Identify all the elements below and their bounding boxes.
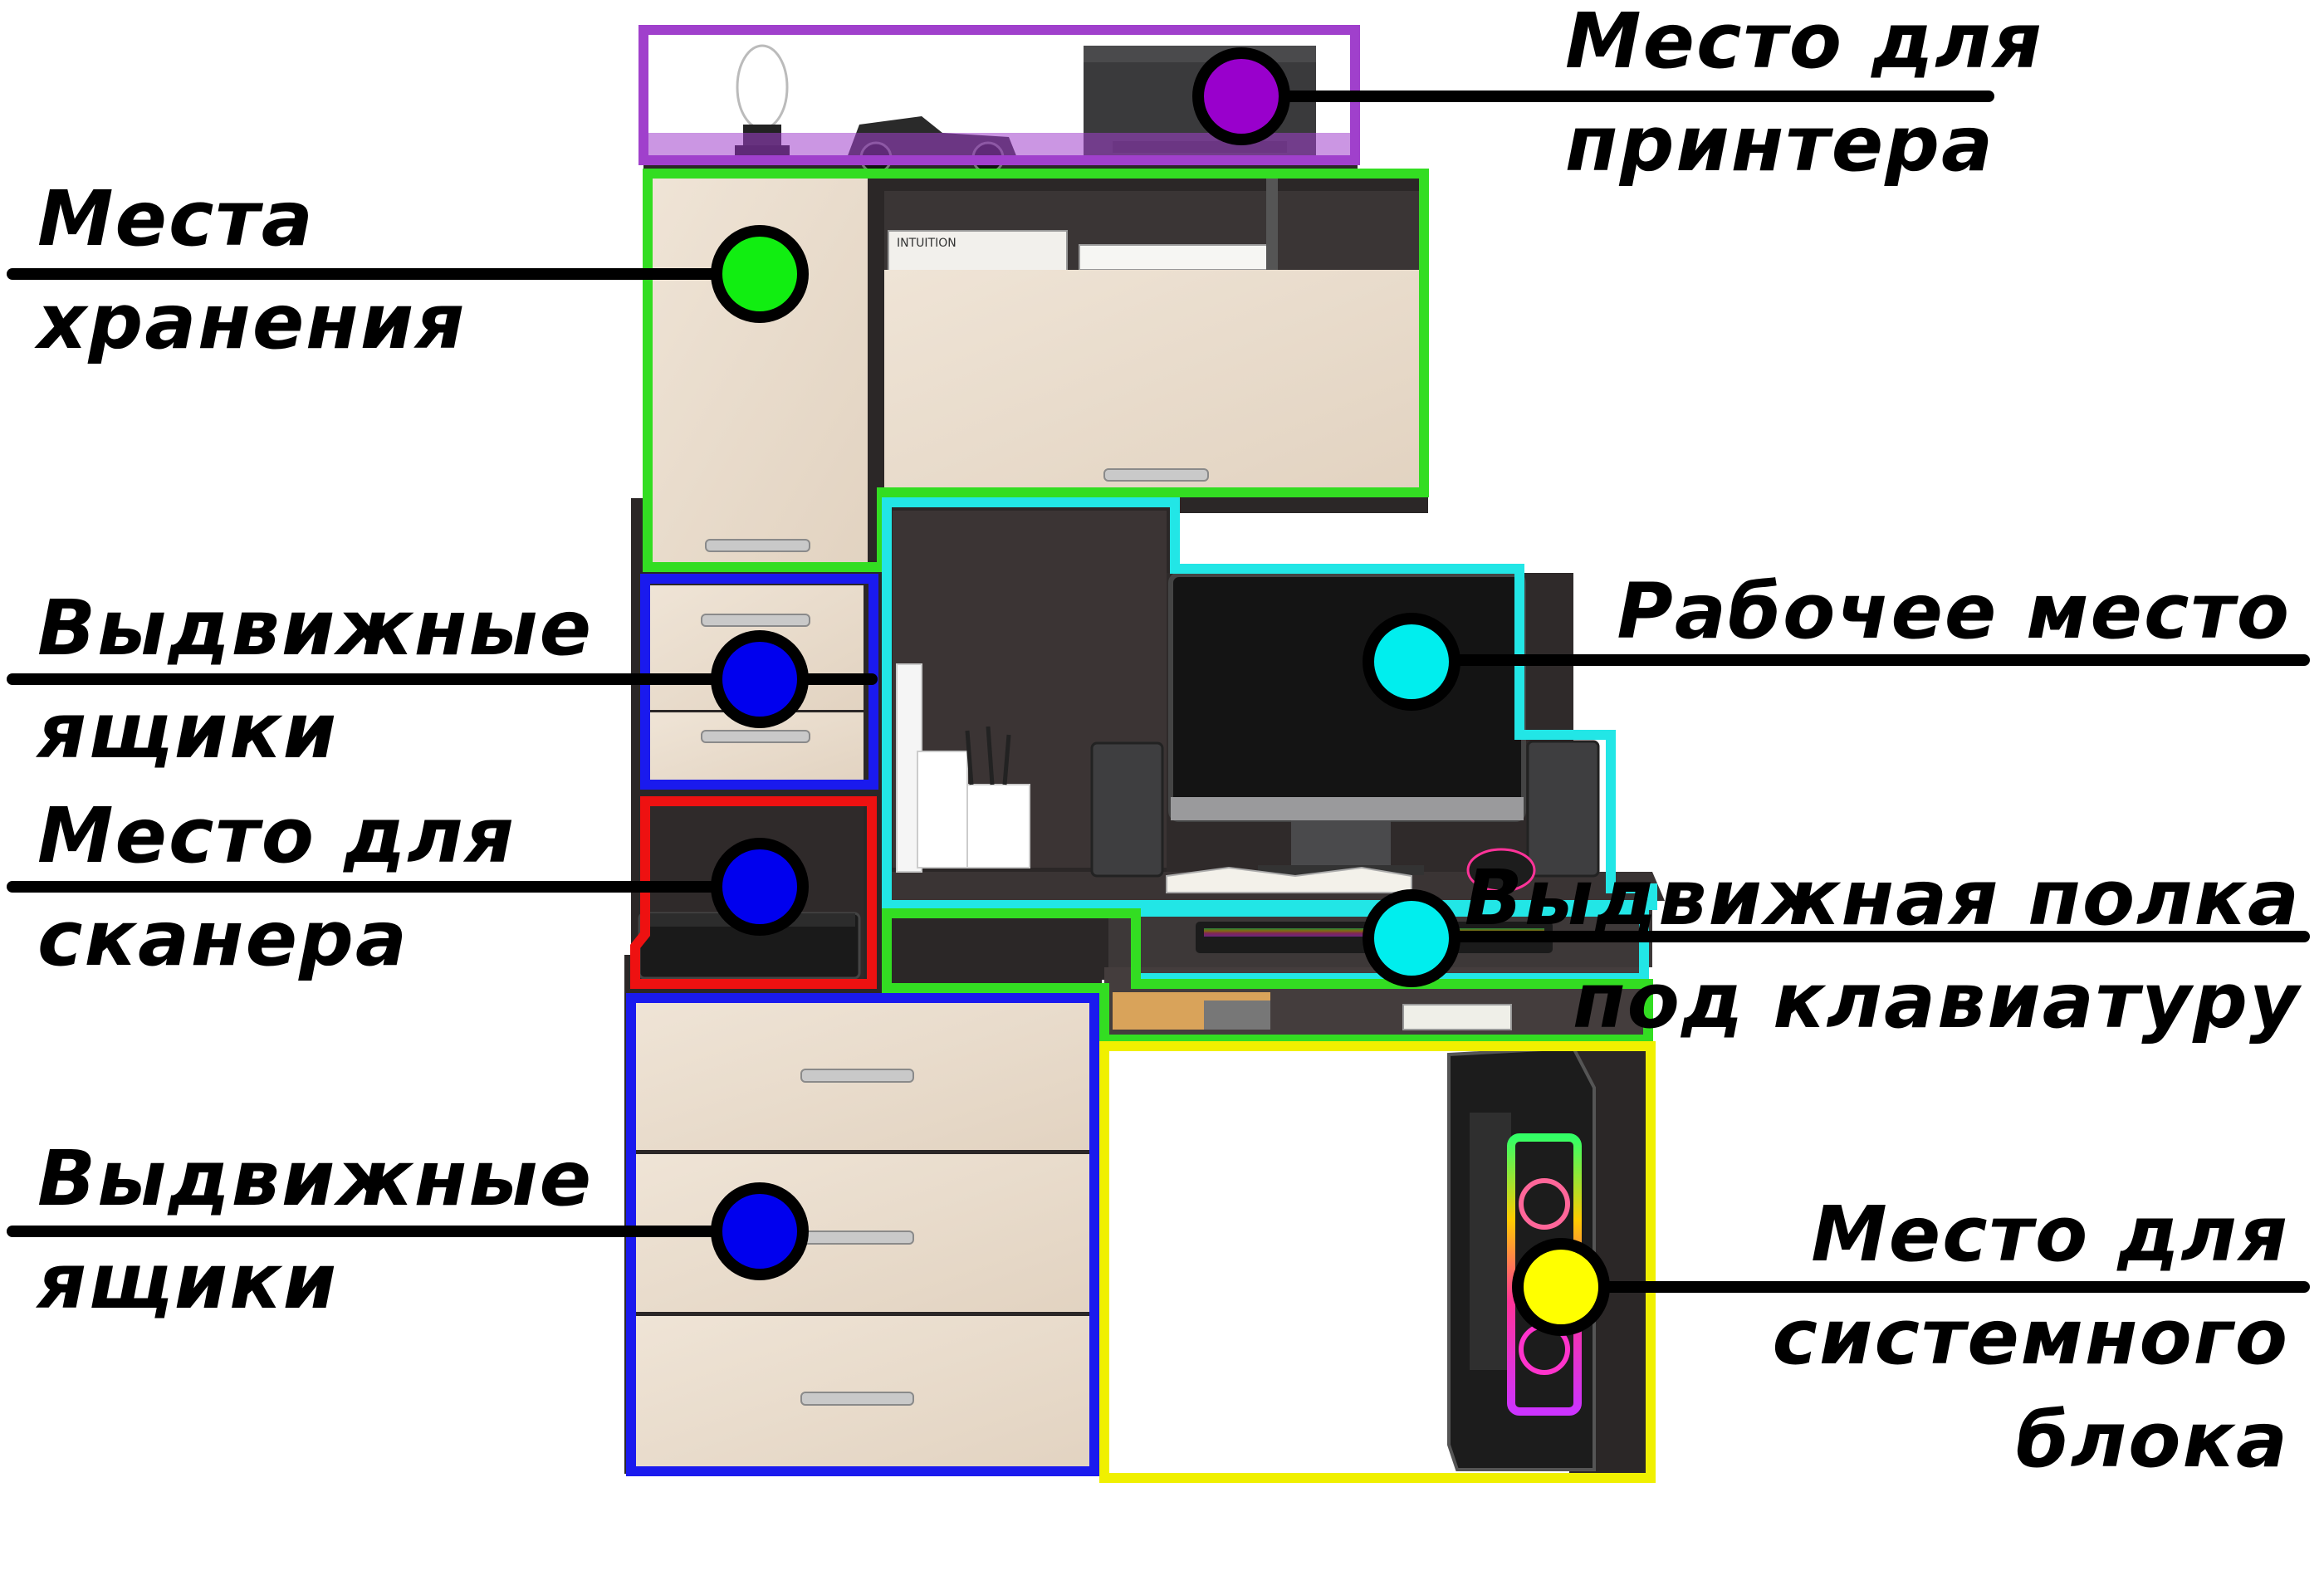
- drawers-lower-callout: Выдвижные ящики: [37, 1128, 593, 1333]
- printer-marker: [1192, 47, 1290, 145]
- printer-callout-line-1: Место для: [1565, 0, 2043, 86]
- keyboard-shelf-marker: [1363, 889, 1460, 987]
- mouse-icon: [1466, 848, 1536, 893]
- drawers-upper-marker: [711, 630, 809, 728]
- scanner-zone-outline: [630, 796, 877, 989]
- system-unit-callout-line-1: Место для: [1811, 1190, 2289, 1279]
- system-unit-callout: Место для системного блока: [1773, 1183, 2290, 1492]
- storage-callout-line-2: хранения: [37, 277, 467, 366]
- under-shelf-books: [1402, 1004, 1512, 1030]
- drawers-upper-callout-line-2: ящики: [37, 687, 339, 775]
- keyboard-shelf-callout: Выдвижная полка под клавиатуру: [1465, 847, 2301, 1053]
- scanner-marker: [711, 838, 809, 936]
- storage-flap-door: [884, 270, 1420, 490]
- speaker-icon: [1526, 740, 1600, 878]
- big-drawer-1-handle[interactable]: [800, 1069, 914, 1083]
- small-drawer-bottom-handle[interactable]: [701, 730, 810, 743]
- system-unit-callout-line-2: системного: [1772, 1293, 2289, 1382]
- workspace-callout: Рабочее место: [1617, 560, 2291, 663]
- scanner-callout-line-1: Место для: [37, 791, 516, 880]
- keyboard-shelf-callout-line-2: под клавиатуру: [1573, 957, 2301, 1045]
- storage-callout-line-1: Места: [37, 174, 315, 263]
- storage-callout: Места хранения: [37, 168, 466, 374]
- drawers-lower-marker: [711, 1182, 809, 1280]
- drawers-upper-callout-line-1: Выдвижные: [37, 584, 594, 673]
- printer-callout-line-2: принтера: [1565, 100, 1995, 188]
- drawers-upper-callout: Выдвижные ящики: [37, 577, 593, 783]
- zone-outlines: [626, 25, 1657, 1483]
- open-book: [1166, 866, 1412, 893]
- printer-callout: Место для принтера: [1565, 0, 2043, 196]
- small-drawer-top-handle[interactable]: [701, 614, 810, 627]
- big-drawer-2-handle[interactable]: [800, 1230, 914, 1245]
- book-1: [888, 230, 1068, 272]
- drawers-lower-callout-line-1: Выдвижные: [37, 1134, 594, 1223]
- scanner-callout: Место для сканера: [37, 785, 516, 991]
- pencil-cup-icon: [896, 663, 1030, 873]
- markers: [711, 47, 1610, 1336]
- system-unit-zone-outline: [1099, 1041, 1656, 1483]
- speaker-icon: [1090, 741, 1164, 878]
- workspace-callout-line-1: Рабочее место: [1617, 567, 2291, 656]
- under-shelf-box: [1204, 1001, 1270, 1030]
- workspace-marker: [1363, 613, 1460, 711]
- storage-flap-handle[interactable]: [1103, 468, 1209, 482]
- system-unit-marker: [1512, 1238, 1610, 1336]
- book-spine-text: INTUITION: [897, 237, 957, 250]
- book-2: [1079, 244, 1271, 271]
- under-shelf-zone-outline: [882, 908, 1653, 1045]
- drawers-lower-callout-line-2: ящики: [37, 1237, 339, 1326]
- keyboard-shelf-callout-line-1: Выдвижная полка: [1464, 854, 2301, 942]
- storage-zone-outline: [643, 169, 1429, 572]
- storage-marker: [711, 225, 809, 323]
- system-unit-callout-line-3: блока: [2015, 1396, 2289, 1485]
- big-drawer-3-handle[interactable]: [800, 1392, 914, 1406]
- storage-door-left-handle[interactable]: [705, 539, 810, 552]
- shelf-support-pole: [1266, 174, 1278, 274]
- scanner-callout-line-2: сканера: [37, 894, 409, 983]
